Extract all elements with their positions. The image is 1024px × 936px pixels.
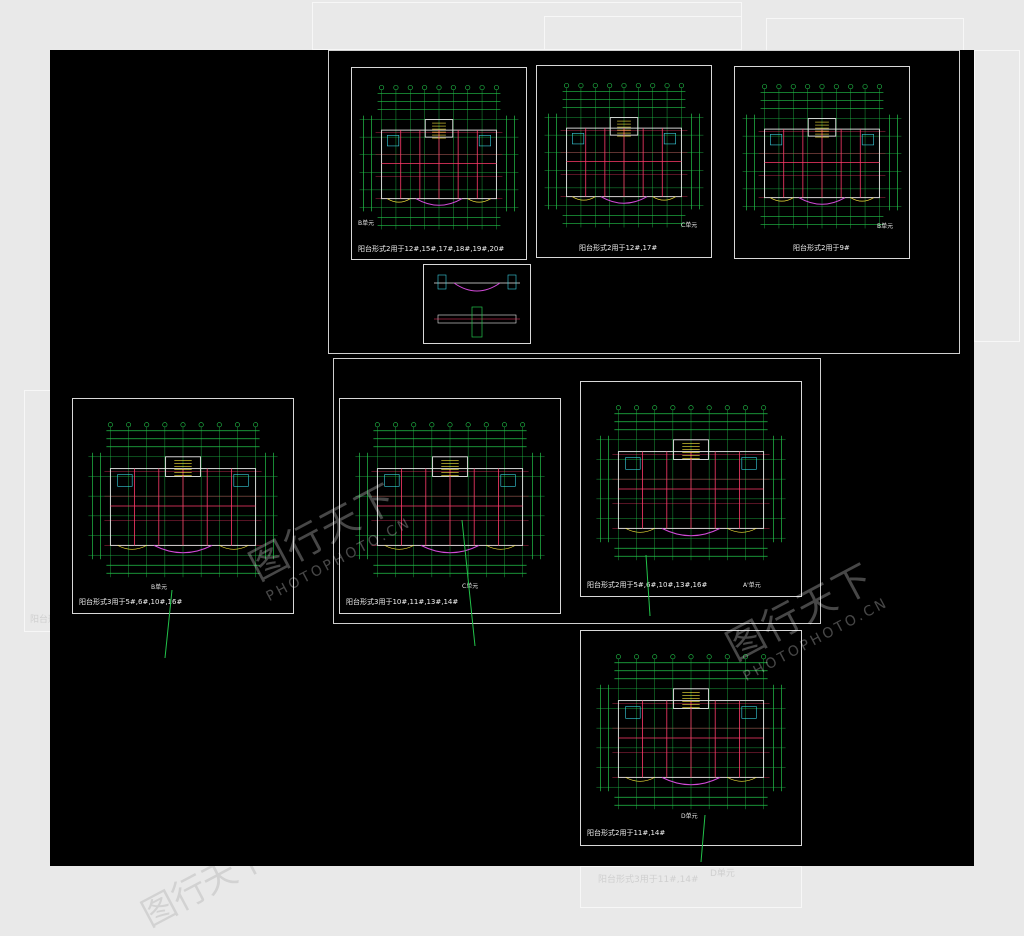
ghost-frame-left	[24, 390, 52, 632]
floor-plan-sheet-a[interactable]: 阳台形式2用于12#,15#,17#,18#,19#,20# B单元	[351, 67, 527, 260]
ghost-tag-bottom: D单元	[710, 869, 735, 879]
unit-tag: B单元	[877, 223, 894, 230]
ghost-frame-top-2	[544, 16, 742, 50]
sheet-caption: 阳台形式2用于12#,17#	[579, 244, 658, 252]
sheet-caption: 阳台形式2用于9#	[793, 244, 850, 252]
ghost-caption-bottom: 阳台形式3用于11#,14#	[598, 875, 699, 885]
ghost-frame-right	[974, 50, 1020, 342]
floor-plan-sheet-h[interactable]: 阳台形式2用于11#,14# D单元	[580, 630, 802, 846]
sheet-caption: 阳台形式2用于12#,15#,17#,18#,19#,20#	[358, 245, 505, 253]
unit-tag: D单元	[681, 813, 698, 820]
floor-plan-sheet-c[interactable]: 阳台形式2用于9# B单元	[734, 66, 910, 259]
floor-plan-drawing	[359, 85, 519, 230]
floor-plan-sheet-e[interactable]: 阳台形式3用于5#,6#,10#,16# B单元	[72, 398, 294, 614]
leader-lines	[164, 519, 706, 863]
cad-viewport[interactable]: 阳台形式2用于12#,15#,17#,18#,19#,20# B单元 阳台形式2…	[50, 50, 974, 866]
floor-plan-drawing	[596, 654, 786, 810]
floor-plan-sheet-g[interactable]: 阳台形式2用于5#,6#,10#,13#,16# A'单元	[580, 381, 802, 597]
floor-plan-drawing	[742, 84, 902, 229]
unit-tag: C单元	[681, 222, 698, 229]
floor-plan-sheet-b[interactable]: 阳台形式2用于12#,17# C单元	[536, 65, 712, 258]
unit-tag: B单元	[151, 584, 168, 591]
unit-tag: B单元	[358, 220, 375, 227]
sheet-caption: 阳台形式3用于10#,11#,13#,14#	[346, 598, 459, 606]
balcony-detail-drawing	[434, 274, 520, 338]
ghost-frame-bottom	[580, 866, 802, 908]
ghost-caption-left: 阳台形	[30, 615, 58, 625]
sheet-caption: 阳台形式2用于5#,6#,10#,13#,16#	[587, 581, 708, 589]
floor-plan-drawing	[596, 405, 786, 561]
unit-tag: A'单元	[743, 582, 761, 589]
sheet-group-top	[328, 50, 960, 354]
unit-tag: C单元	[462, 583, 479, 590]
floor-plan-sheet-f[interactable]: 阳台形式3用于10#,11#,13#,14# C单元	[339, 398, 561, 614]
sheet-group-middle	[333, 358, 821, 624]
floor-plan-drawing	[88, 422, 278, 578]
sheet-caption: 阳台形式3用于5#,6#,10#,16#	[79, 598, 183, 606]
floor-plan-drawing	[544, 83, 704, 228]
sheet-caption: 阳台形式2用于11#,14#	[587, 829, 666, 837]
floor-plan-drawing	[355, 422, 545, 578]
ghost-frame-top-3	[766, 18, 964, 52]
balcony-detail-sheet[interactable]	[423, 264, 531, 344]
